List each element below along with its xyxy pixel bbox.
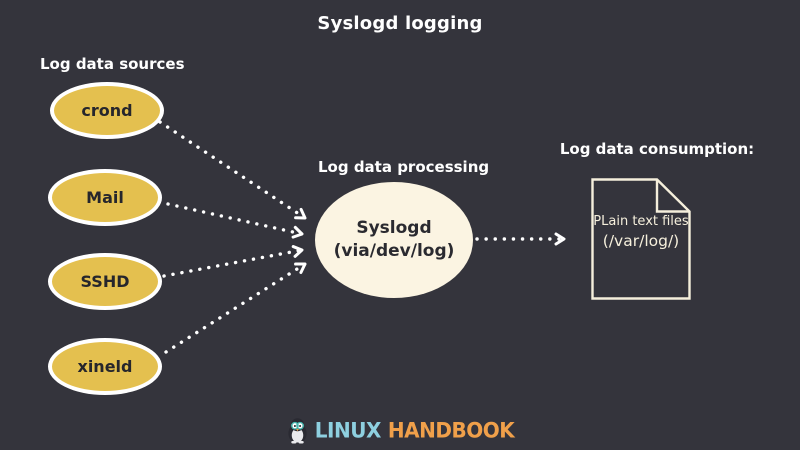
source-node-label: crond — [81, 101, 133, 120]
source-node-label: SSHD — [80, 272, 130, 291]
processing-section-label: Log data processing — [318, 158, 490, 176]
processing-node-syslogd: Syslogd (via/dev/log) — [315, 182, 473, 298]
arrow-sshd-to-syslogd — [162, 245, 304, 278]
source-node-xineld: xineld — [48, 338, 162, 395]
sources-section-label: Log data sources — [40, 55, 185, 73]
file-text-line1: PLain text files — [593, 214, 689, 229]
brand-name-handbook: HANDBOOK — [387, 417, 515, 443]
source-node-crond: crond — [50, 82, 164, 139]
arrow-mail-to-syslogd — [166, 202, 304, 239]
consumption-section-label: Log data consumption: — [559, 140, 755, 158]
source-node-label: Mail — [86, 188, 124, 207]
brand-name-linux: LINUX — [314, 417, 382, 443]
source-node-label: xineld — [77, 357, 133, 376]
penguin-mascot-icon — [288, 417, 307, 444]
processing-node-line1: Syslogd — [356, 218, 432, 239]
arrow-xineld-to-syslogd — [164, 262, 307, 354]
brand-logo: LINUX HANDBOOK — [0, 416, 800, 444]
source-node-sshd: SSHD — [48, 253, 162, 310]
source-node-mail: Mail — [48, 169, 162, 226]
text-file-icon — [591, 178, 691, 300]
processing-node-line2: (via/dev/log) — [333, 241, 455, 261]
diagram-title: Syslogd logging — [317, 13, 483, 34]
file-text-line2: (/var/log/) — [602, 231, 680, 250]
consumption-file-node: PLain text files (/var/log/) — [591, 178, 691, 300]
arrow-crond-to-syslogd — [158, 120, 307, 220]
file-text-block: PLain text files (/var/log/) — [591, 214, 691, 251]
